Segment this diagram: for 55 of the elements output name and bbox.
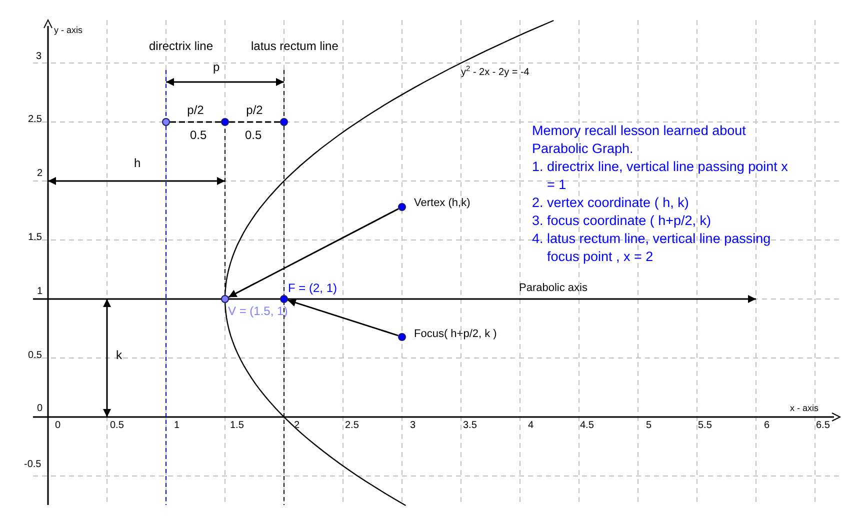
point-label: Vertex (h,k) xyxy=(414,198,470,209)
tick-label: 4.5 xyxy=(580,421,594,431)
tick-label: 0.5 xyxy=(245,129,262,141)
tick-label: p xyxy=(213,61,220,73)
note-text: 1. directrix line, vertical line passing point x = 1 xyxy=(532,158,789,194)
edge-label: p/2 xyxy=(245,104,264,116)
point-label: Focus( h+p/2, k ) xyxy=(414,328,497,340)
tick-label: 1 xyxy=(174,421,180,431)
tick-label: -0.5 xyxy=(24,460,42,470)
tick-label: 4 xyxy=(528,421,534,431)
tick-label: 5.5 xyxy=(698,421,712,431)
point-marker xyxy=(221,118,229,126)
connector-line xyxy=(170,121,221,123)
axis-title: x - axis xyxy=(790,404,819,413)
connector-line xyxy=(229,121,280,123)
tick-label: k xyxy=(116,349,122,361)
tick-label: h xyxy=(134,157,141,169)
note-text: 4. latus rectum line, vertical line passing focus point , x = 2 xyxy=(532,230,772,266)
point-label: V = (1.5, 1) xyxy=(228,305,288,317)
tick-label: 0 xyxy=(55,421,61,431)
tick-label: 3 xyxy=(410,421,416,431)
point-marker xyxy=(221,295,229,303)
tick-label: 1 xyxy=(37,287,43,297)
point-marker xyxy=(398,202,406,211)
tick-label: 0.5 xyxy=(190,129,207,141)
tick-label: 1.5 xyxy=(230,421,244,431)
point-label: F = (2, 1) xyxy=(288,282,338,294)
tick-label: 2.5 xyxy=(28,115,42,125)
arrow xyxy=(288,298,398,336)
point-marker xyxy=(398,332,406,341)
point-marker xyxy=(280,118,288,126)
tick-label: 6 xyxy=(764,421,770,431)
tick-label: 2.5 xyxy=(345,421,359,431)
tick-label: 0 xyxy=(37,404,43,414)
arrow xyxy=(228,208,399,298)
note-text: 2. vertex coordinate ( h, k) xyxy=(532,194,690,212)
tick-label: 1.5 xyxy=(28,233,42,243)
tick-label: 2 xyxy=(294,421,300,431)
tick-label: 3 xyxy=(36,52,42,62)
tick-label: 3.5 xyxy=(463,421,477,431)
tick-label: 0.5 xyxy=(28,351,42,361)
note-text: Memory recall lesson learned about Parabolic Graph. xyxy=(532,122,747,158)
edge-label: p/2 xyxy=(186,104,205,116)
line-label: latus rectum line xyxy=(251,40,338,52)
tick-label: 2 xyxy=(37,169,43,179)
point-marker xyxy=(162,118,170,126)
note-text: 3. focus coordinate ( h+p/2, k) xyxy=(532,212,712,230)
tick-label: 0.5 xyxy=(110,421,124,431)
axis-label: Parabolic axis xyxy=(519,283,588,294)
tick-label: 6.5 xyxy=(816,421,830,431)
equation-label: y$^{2}$ - 2x - 2y = -4 xyxy=(461,68,530,78)
tick-label: 5 xyxy=(646,421,652,431)
line-label: directrix line xyxy=(149,40,214,52)
axis-title: y - axis xyxy=(54,26,83,35)
point-marker xyxy=(280,295,288,303)
